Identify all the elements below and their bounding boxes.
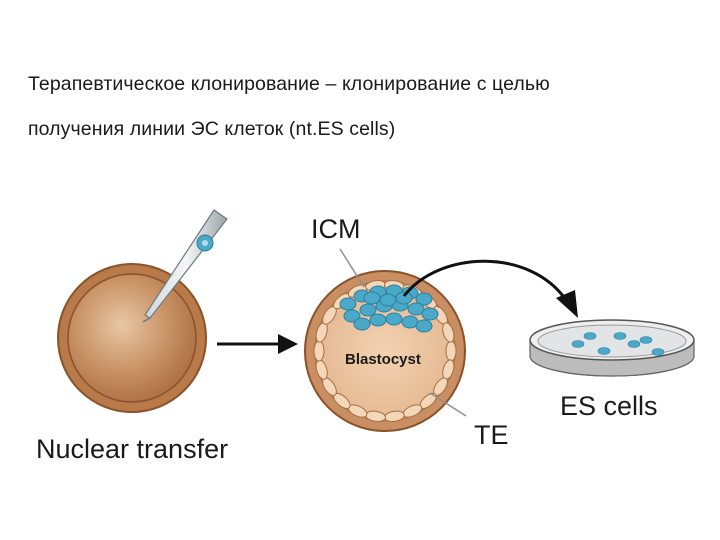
- petri-dish-icon: [529, 319, 695, 377]
- es-cell-colony: [597, 347, 611, 355]
- es-cell-colony: [583, 332, 597, 340]
- caption-line-1: Терапевтическое клонирование – клонирова…: [28, 73, 550, 95]
- icm-cell: [359, 303, 377, 317]
- es-cell-colony: [613, 332, 627, 340]
- arrow-derivation: [402, 259, 578, 318]
- icm-cell: [353, 317, 371, 331]
- icm-label: ICM: [311, 214, 361, 244]
- trophectoderm-cell: [445, 340, 457, 362]
- es-cell-colony: [639, 336, 653, 344]
- icm-cell: [395, 291, 413, 305]
- trophectoderm-cell: [442, 322, 455, 343]
- blastocyst: [304, 270, 466, 432]
- es-cell-colony: [651, 348, 665, 356]
- icm-cell: [363, 291, 381, 305]
- trophectoderm-cell: [313, 340, 325, 362]
- nuclear-transfer-label: Nuclear transfer: [36, 434, 228, 464]
- icm-cell: [339, 297, 357, 311]
- es-cells-label: ES cells: [560, 391, 658, 421]
- icm-cell: [407, 302, 425, 316]
- icm-cell: [385, 312, 403, 326]
- arrow-transfer: [217, 334, 298, 354]
- icm-cell-cluster: [339, 284, 439, 333]
- te-pointer-line: [429, 392, 467, 417]
- oocyte: [57, 263, 207, 413]
- icm-cell: [415, 292, 433, 306]
- icm-cell: [379, 293, 397, 307]
- es-cell-colony: [571, 340, 585, 348]
- caption-line-2: получения линии ЭС клеток (nt.ES cells): [28, 118, 396, 140]
- icm-cell: [421, 307, 439, 321]
- micropipette-icon: [142, 209, 228, 323]
- te-label: TE: [474, 420, 509, 450]
- icm-cell: [415, 319, 433, 333]
- icm-cell: [343, 309, 361, 323]
- blastocyst-label: Blastocyst: [345, 351, 421, 368]
- icm-pointer-line: [339, 248, 365, 288]
- es-cell-colony: [627, 340, 641, 348]
- icm-cell: [369, 313, 387, 327]
